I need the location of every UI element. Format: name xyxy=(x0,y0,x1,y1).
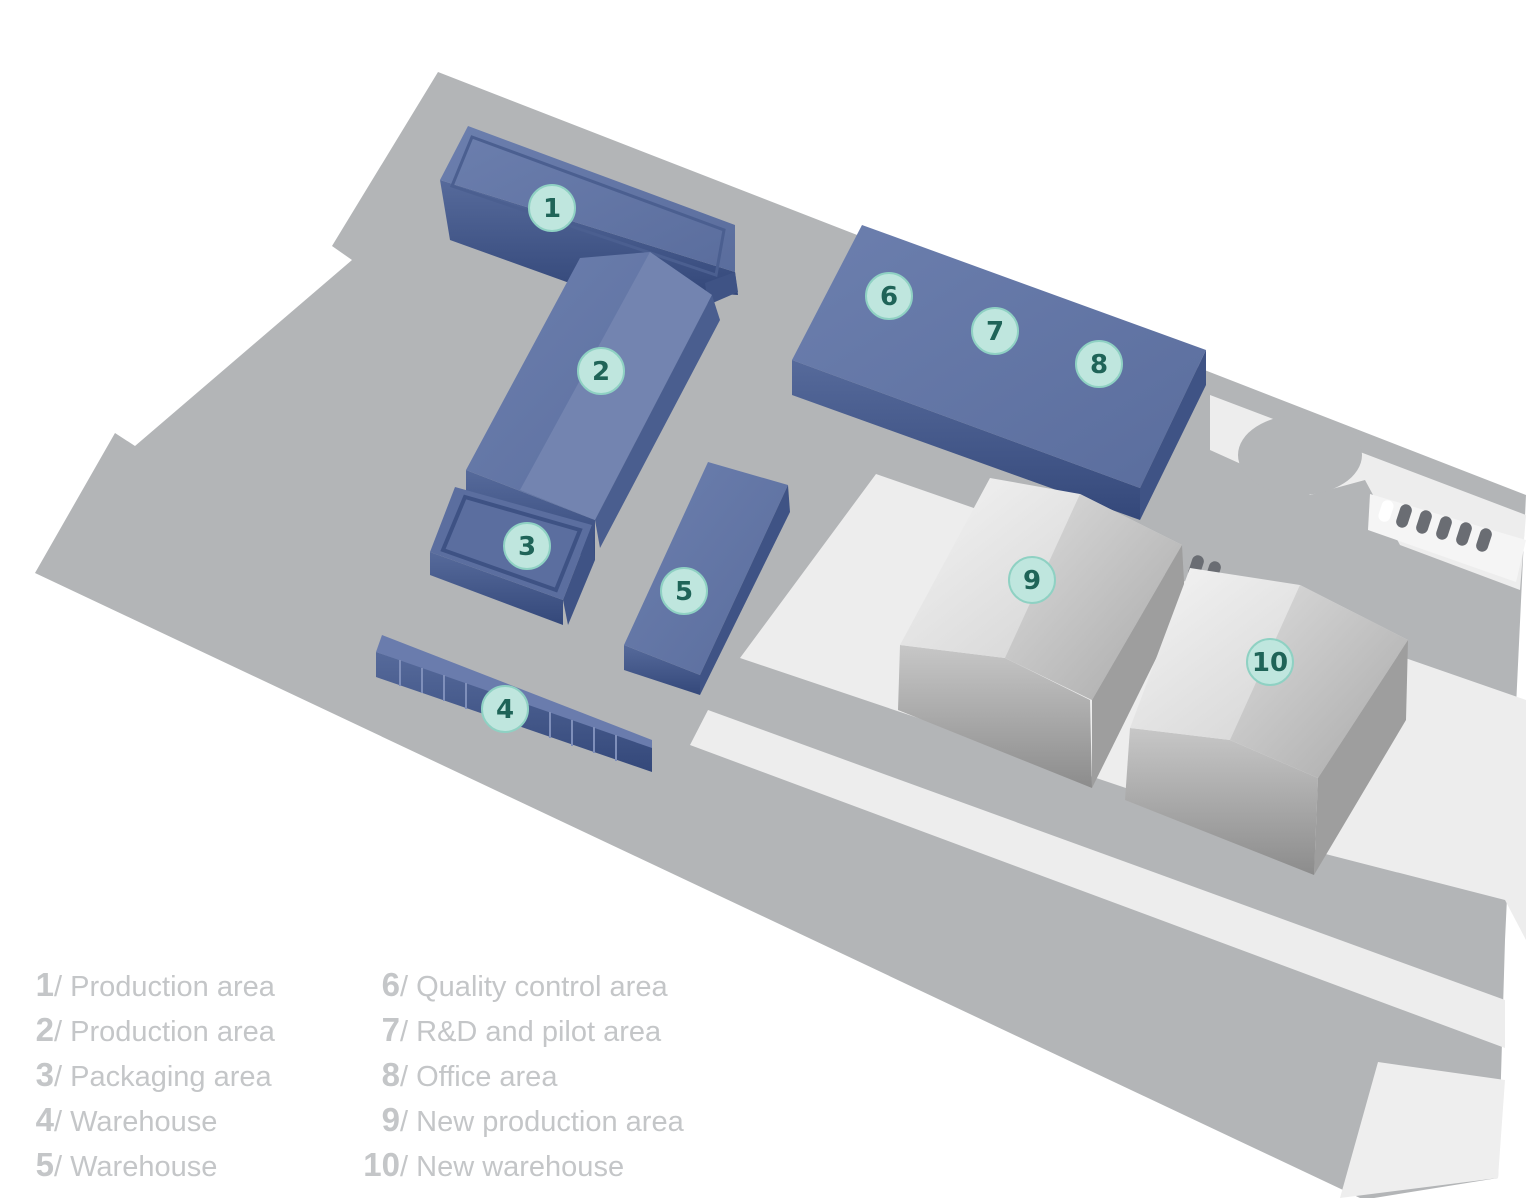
legend-item-4: 4/ Warehouse xyxy=(30,1097,275,1142)
legend-separator: / xyxy=(400,971,417,1003)
legend-separator: / xyxy=(400,1016,417,1048)
legend-num: 2 xyxy=(35,1011,54,1048)
legend-separator: / xyxy=(400,1061,417,1093)
legend-separator: / xyxy=(54,1151,71,1183)
legend-item-10: 10/ New warehouse xyxy=(360,1142,684,1187)
marker-9-label: 9 xyxy=(1023,566,1041,596)
building-5 xyxy=(624,462,790,695)
legend-item-6: 6/ Quality control area xyxy=(360,962,684,1007)
legend-separator: / xyxy=(54,971,71,1003)
marker-4-label: 4 xyxy=(496,695,514,725)
marker-5[interactable]: 5 xyxy=(660,567,708,615)
legend-item-9: 9/ New production area xyxy=(360,1097,684,1142)
legend-label: Production area xyxy=(70,971,275,1003)
marker-5-label: 5 xyxy=(675,577,693,607)
legend-separator: / xyxy=(54,1016,71,1048)
legend-label: R&D and pilot area xyxy=(416,1016,662,1048)
legend-separator: / xyxy=(400,1106,417,1138)
legend-label: Quality control area xyxy=(416,971,668,1003)
legend-num: 8 xyxy=(381,1056,400,1093)
marker-10-label: 10 xyxy=(1252,648,1288,678)
marker-4[interactable]: 4 xyxy=(481,685,529,733)
legend-label: Production area xyxy=(70,1016,275,1048)
legend-item-1: 1/ Production area xyxy=(30,962,275,1007)
legend-num: 1 xyxy=(35,966,54,1003)
legend-num: 10 xyxy=(363,1146,400,1183)
marker-8[interactable]: 8 xyxy=(1075,340,1123,388)
legend-separator: / xyxy=(54,1061,71,1093)
parked-cars xyxy=(1188,500,1492,585)
legend-right-column: 6/ Quality control area 7/ R&D and pilot… xyxy=(360,962,684,1187)
legend-label: Packaging area xyxy=(70,1061,272,1093)
legend-num: 5 xyxy=(35,1146,54,1183)
marker-8-label: 8 xyxy=(1090,350,1108,380)
legend-item-3: 3/ Packaging area xyxy=(30,1052,275,1097)
legend-num: 3 xyxy=(35,1056,54,1093)
legend-num: 6 xyxy=(381,966,400,1003)
marker-10[interactable]: 10 xyxy=(1246,638,1294,686)
marker-6[interactable]: 6 xyxy=(865,272,913,320)
legend-item-8: 8/ Office area xyxy=(360,1052,684,1097)
marker-3-label: 3 xyxy=(518,532,536,562)
legend-num: 4 xyxy=(35,1101,54,1138)
legend-item-5: 5/ Warehouse xyxy=(30,1142,275,1187)
legend-label: New production area xyxy=(416,1106,684,1138)
legend-item-7: 7/ R&D and pilot area xyxy=(360,1007,684,1052)
legend-label: Warehouse xyxy=(70,1151,218,1183)
marker-9[interactable]: 9 xyxy=(1008,556,1056,604)
legend-left-column: 1/ Production area 2/ Production area 3/… xyxy=(30,962,275,1187)
marker-1[interactable]: 1 xyxy=(528,184,576,232)
marker-6-label: 6 xyxy=(880,282,898,312)
marker-1-label: 1 xyxy=(543,194,561,224)
marker-2-label: 2 xyxy=(592,357,610,387)
legend-separator: / xyxy=(54,1106,71,1138)
legend-num: 9 xyxy=(381,1101,400,1138)
legend-label: Warehouse xyxy=(70,1106,218,1138)
marker-7-label: 7 xyxy=(986,317,1004,347)
legend-num: 7 xyxy=(381,1011,400,1048)
legend-label: Office area xyxy=(416,1061,558,1093)
legend-separator: / xyxy=(400,1151,417,1183)
marker-3[interactable]: 3 xyxy=(503,522,551,570)
marker-2[interactable]: 2 xyxy=(577,347,625,395)
marker-7[interactable]: 7 xyxy=(971,307,1019,355)
legend-label: New warehouse xyxy=(416,1151,625,1183)
legend-item-2: 2/ Production area xyxy=(30,1007,275,1052)
